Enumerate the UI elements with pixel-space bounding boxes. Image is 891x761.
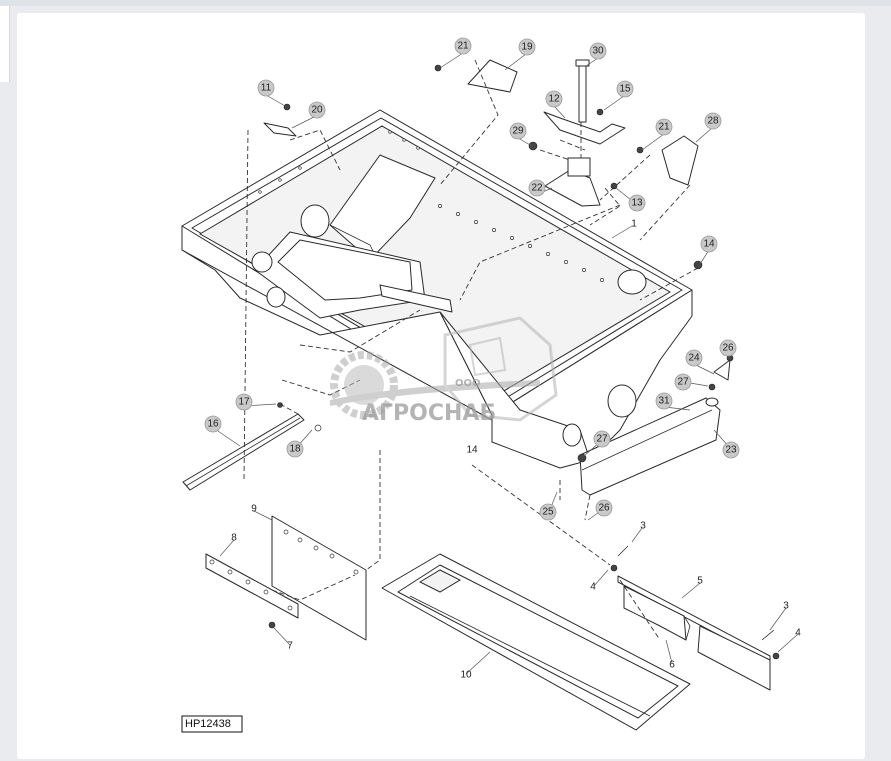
- callout: 14: [700, 235, 718, 253]
- svg-text:16: 16: [207, 419, 219, 430]
- svg-text:19: 19: [521, 42, 533, 53]
- bracket-22: [544, 169, 601, 207]
- svg-text:17: 17: [238, 397, 250, 408]
- figure-id-label: HP12438: [181, 715, 243, 733]
- callout: 27: [593, 430, 611, 448]
- svg-text:1: 1: [631, 219, 637, 230]
- callout: 8: [231, 533, 237, 544]
- svg-text:27: 27: [596, 434, 608, 445]
- frame-holes: [258, 130, 604, 282]
- callout: 4: [795, 628, 801, 639]
- svg-text:HP12438: HP12438: [185, 718, 231, 730]
- svg-text:6: 6: [669, 660, 675, 671]
- svg-text:8: 8: [231, 533, 237, 544]
- callout: 19: [518, 38, 536, 56]
- callout: 14: [466, 445, 478, 456]
- svg-text:5: 5: [697, 576, 703, 587]
- callout: 18: [286, 440, 304, 458]
- callout: 6: [669, 660, 675, 671]
- svg-text:26: 26: [598, 503, 610, 514]
- bracket-20: [263, 122, 297, 137]
- svg-text:14: 14: [703, 239, 715, 250]
- top-brackets: [263, 59, 703, 270]
- callout: 31: [655, 392, 673, 410]
- callout: 23: [722, 441, 740, 459]
- callout: 9: [251, 504, 257, 515]
- callout: 11: [257, 79, 275, 97]
- bracket-19: [467, 59, 518, 93]
- svg-text:15: 15: [619, 84, 631, 95]
- callout: 22: [528, 179, 546, 197]
- callout: 28: [704, 112, 722, 130]
- svg-text:11: 11: [261, 83, 272, 94]
- left-panel-tab: [0, 6, 10, 82]
- callout: 20: [308, 101, 326, 119]
- bracket-28: [661, 135, 699, 186]
- svg-text:20: 20: [311, 105, 323, 116]
- svg-text:27: 27: [677, 377, 689, 388]
- svg-text:12: 12: [548, 94, 560, 105]
- hopper-frame: [181, 109, 693, 469]
- strip-8: [205, 553, 299, 629]
- svg-text:21: 21: [658, 122, 670, 133]
- svg-text:28: 28: [707, 116, 719, 127]
- callouts: 21 19 30 11 20 12 15 29 21 28 22 13 1 14…: [204, 37, 801, 681]
- svg-text:14: 14: [466, 445, 478, 456]
- watermark-logo: [330, 316, 558, 422]
- svg-text:4: 4: [795, 628, 801, 639]
- svg-text:29: 29: [512, 126, 524, 137]
- callout: 25: [539, 503, 557, 521]
- callout: 13: [628, 194, 646, 212]
- watermark-name: АГРОСНАБ: [362, 401, 496, 426]
- bracket-block: [567, 157, 591, 177]
- bracket-12: [543, 111, 626, 145]
- watermark-prefix: ООО: [455, 378, 481, 389]
- callout: 3: [640, 521, 646, 532]
- callout: 4: [590, 582, 596, 593]
- callout: 24: [685, 349, 703, 367]
- svg-text:22: 22: [531, 183, 543, 194]
- callout: 26: [719, 339, 737, 357]
- callout: 3: [783, 601, 789, 612]
- svg-text:23: 23: [725, 445, 737, 456]
- svg-text:25: 25: [542, 507, 554, 518]
- svg-text:3: 3: [640, 521, 646, 532]
- callout: 10: [460, 670, 472, 681]
- svg-text:31: 31: [658, 396, 670, 407]
- callout: 15: [616, 80, 634, 98]
- rail-16: [182, 402, 322, 491]
- assembly-lines: [243, 59, 699, 641]
- svg-text:10: 10: [460, 670, 472, 681]
- svg-text:30: 30: [592, 46, 604, 57]
- svg-text:24: 24: [688, 353, 700, 364]
- callout: 29: [509, 122, 527, 140]
- callout: 30: [589, 42, 607, 60]
- spout-23: [577, 354, 734, 496]
- svg-text:4: 4: [590, 582, 596, 593]
- svg-text:18: 18: [289, 444, 301, 455]
- svg-text:3: 3: [783, 601, 789, 612]
- svg-text:9: 9: [251, 504, 257, 515]
- callout: 1: [631, 219, 637, 230]
- callout: 16: [204, 415, 222, 433]
- callout: 5: [697, 576, 703, 587]
- svg-text:26: 26: [722, 343, 734, 354]
- callout: 7: [287, 641, 293, 652]
- rail-5: [610, 545, 780, 691]
- plate-9: [271, 515, 367, 641]
- callout: 21: [655, 118, 673, 136]
- tray-10: [381, 553, 691, 731]
- svg-text:7: 7: [287, 641, 293, 652]
- callout: 17: [235, 393, 253, 411]
- callout: 21: [454, 37, 472, 55]
- svg-text:13: 13: [631, 198, 643, 209]
- callout: 26: [595, 499, 613, 517]
- top-strip: [0, 0, 891, 6]
- svg-text:21: 21: [457, 41, 469, 52]
- callout: 27: [674, 373, 692, 391]
- callout: 12: [545, 90, 563, 108]
